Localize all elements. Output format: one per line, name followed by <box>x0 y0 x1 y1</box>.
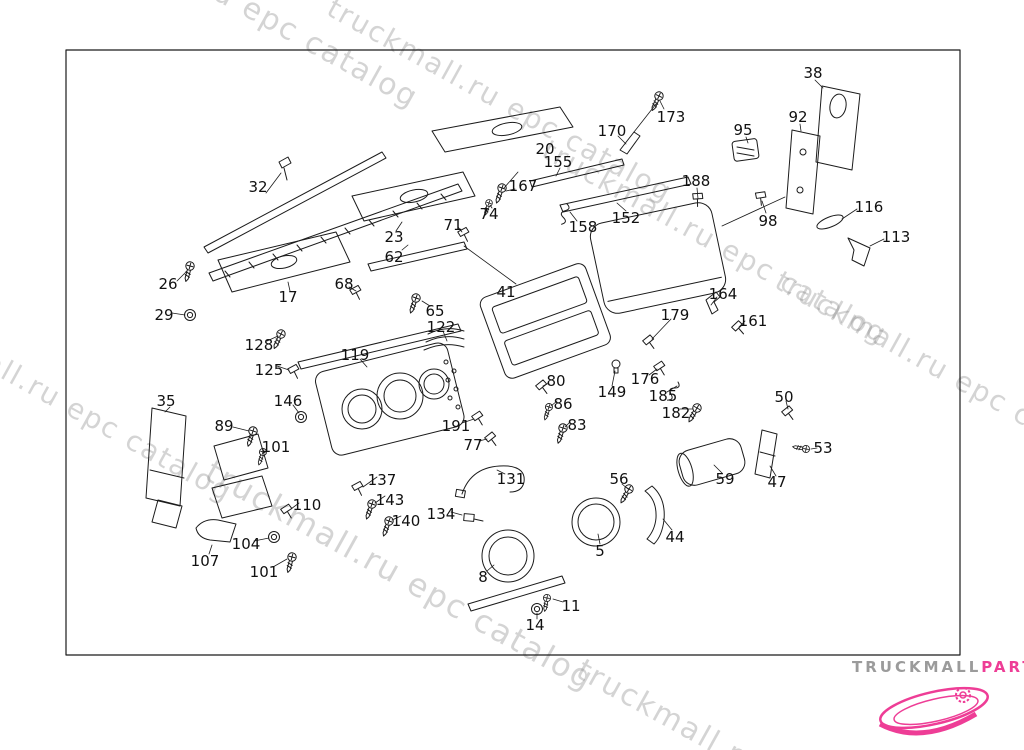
brand-logo: TRUCKMALLPARTS <box>852 658 1024 740</box>
part-top-trim-rails <box>203 151 463 282</box>
part-grommets <box>184 309 543 615</box>
part-lower-rings <box>467 291 778 612</box>
part-glovebox-door <box>589 202 727 314</box>
logo-word2: PARTS <box>981 658 1024 676</box>
part-clip-32 <box>278 156 292 181</box>
leader-lines <box>164 79 885 620</box>
part-clips <box>279 189 797 521</box>
part-wiring <box>454 465 525 522</box>
part-instrument-cluster <box>314 328 465 456</box>
part-left-panels <box>145 407 273 543</box>
part-center-console <box>479 263 611 379</box>
logo-word1: TRUCKMALL <box>852 658 982 676</box>
part-dash-panels <box>217 106 692 370</box>
logo-swirl-icon <box>878 686 989 736</box>
part-screws <box>181 89 811 613</box>
drawing-frame <box>65 49 961 656</box>
logo-text: TRUCKMALLPARTS <box>852 658 1024 676</box>
part-right-brackets <box>619 85 871 267</box>
